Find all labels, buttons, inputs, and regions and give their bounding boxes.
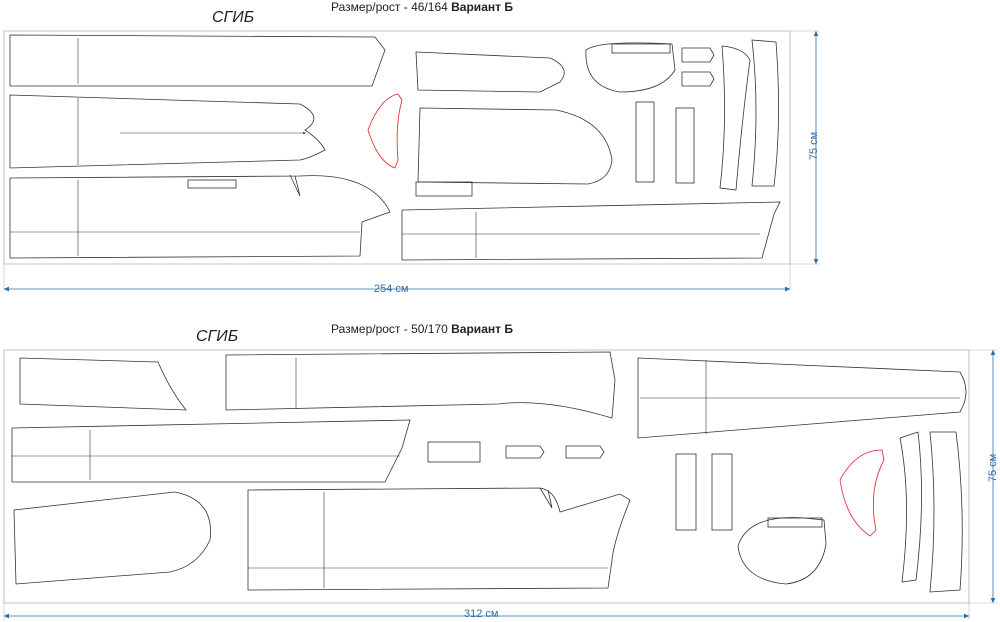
layout-1-fold-label: СГИБ (212, 9, 255, 26)
layout-1-size: Размер/рост - 46/164 (331, 0, 448, 14)
layout-1-variant: Вариант Б (451, 0, 513, 14)
layout-2-variant: Вариант Б (451, 322, 513, 336)
layout-1-pieces (9, 34, 781, 261)
layout-2-title: Размер/рост - 50/170 Вариант Б (331, 322, 513, 336)
layout-2-pieces (11, 351, 967, 593)
layout-2-fold-label: СГИБ (196, 328, 239, 345)
layout-2-frame (3, 349, 998, 620)
layout-2-size: Размер/рост - 50/170 (331, 322, 448, 336)
layout-1-frame (3, 30, 820, 290)
layout-1-title: Размер/рост - 46/164 Вариант Б (331, 0, 513, 14)
